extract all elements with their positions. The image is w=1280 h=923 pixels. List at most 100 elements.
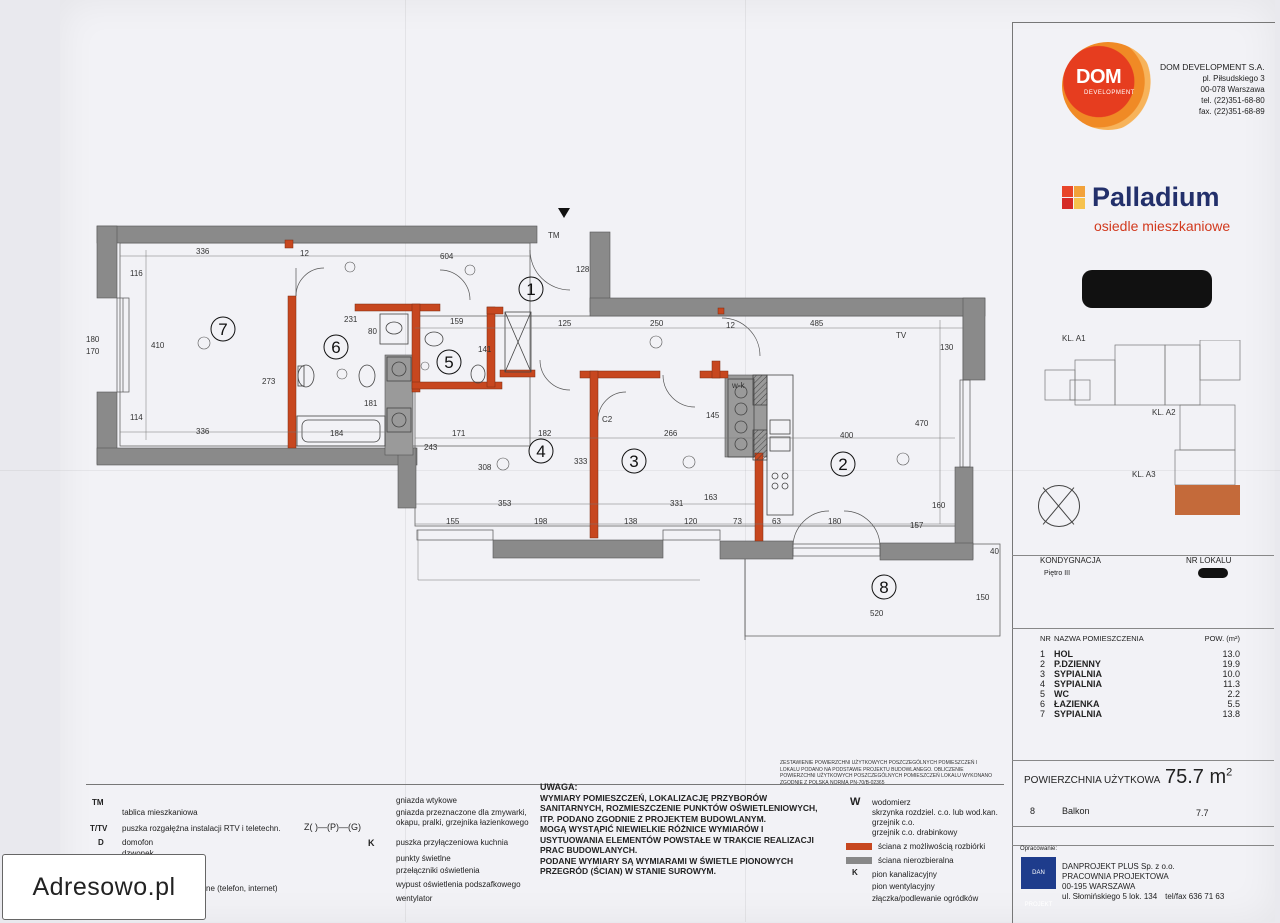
uwaga-line: ITP. PODANO ZGODNIE Z PROJEKTEM BUDOWLAN… [540, 813, 767, 824]
uwaga-line: WYMIARY POMIESZCZEŃ, LOKALIZACJĘ PRZYBOR… [540, 792, 768, 803]
dimension-label: 336 [196, 247, 210, 256]
dimension-label: 73 [733, 517, 742, 526]
floor-plan: 7 6 5 1 4 3 2 8 336 604 231 159 125 250 … [86, 208, 1001, 640]
dimension-label: 198 [534, 517, 548, 526]
dimension-label: 410 [151, 341, 165, 350]
legend-item: skrzynka rozdziel. c.o. lub wod.kan. [872, 808, 998, 817]
redacted-area [1082, 270, 1212, 308]
room-nr: 3 [1040, 669, 1046, 679]
legend-item: tablica mieszkaniowa [122, 808, 198, 817]
room-nr: 5 [1040, 689, 1046, 699]
legend-item: grzejnik c.o. drabinkowy [872, 828, 958, 837]
usable-area-unit-sup: 2 [1226, 766, 1233, 779]
entrance-arrow-icon [558, 208, 570, 218]
logo-subtext: DEVELOPMENT [1084, 90, 1135, 96]
dimension-label: 171 [452, 429, 466, 438]
company-city: 00-078 Warszawa [1200, 85, 1265, 94]
dimension-label: 250 [650, 319, 664, 328]
dimension-label: 182 [538, 429, 552, 438]
company-address: DOM DEVELOPMENT S.A. pl. Piłsudskiego 3 … [1160, 62, 1265, 117]
room-number-8: 8 [879, 578, 888, 597]
divider [1012, 826, 1274, 827]
project-subtitle: osiedle mieszkaniowe [1094, 218, 1231, 234]
dimension-label: 128 [576, 265, 590, 274]
code-g: G [351, 822, 359, 832]
room-nr: 7 [1040, 709, 1046, 719]
dimension-label: 231 [344, 315, 358, 324]
fold-line [0, 470, 1280, 471]
dimension-label: 130 [940, 343, 954, 352]
dimension-label: 243 [424, 443, 438, 452]
fixed-wall-swatch [846, 857, 872, 865]
legend-code: TM [92, 798, 104, 807]
divider [1012, 555, 1274, 556]
legend-code: T/TV [90, 824, 108, 833]
adresowo-watermark: Adresowo.pl [2, 854, 206, 920]
legend-item: pion wentylacyjny [872, 882, 935, 891]
kondygnacja-label: KONDYGNACJA [1040, 556, 1101, 565]
danprojekt-logo: DAN PROJEKT [1021, 857, 1056, 908]
room-nr: 6 [1040, 699, 1046, 709]
designer-line2: PRACOWNIA PROJEKTOWA [1062, 872, 1169, 881]
legend-item: domofon [122, 838, 154, 847]
divider [1012, 628, 1274, 629]
floor-value: Piętro III [1044, 570, 1071, 577]
legend-code: D [98, 838, 104, 847]
legend-item: złączka/podlewanie ogródków [872, 894, 979, 903]
code-z: Z [304, 822, 310, 832]
balcony-nr: 8 [1030, 806, 1036, 816]
dimension-label: 160 [932, 501, 946, 510]
designer-tel: tel/fax 636 71 63 [1165, 892, 1225, 901]
usable-area-number: 75.7 m [1165, 766, 1227, 788]
dimension-label: 333 [574, 457, 588, 466]
dimension-label: 157 [910, 521, 924, 530]
legend-item: ne (telefon, internet) [206, 884, 278, 893]
dimension-label: TV [896, 331, 907, 340]
dimension-label: w-k [731, 381, 745, 390]
designer-address: DANPROJEKT PLUS Sp. z o.o. PRACOWNIA PRO… [1062, 862, 1224, 902]
dimension-label: TM [548, 231, 560, 240]
dimension-label: 125 [558, 319, 572, 328]
dimension-label: 138 [624, 517, 638, 526]
dimension-label: 184 [330, 429, 344, 438]
redacted-unit-number [1198, 568, 1228, 578]
room-number-3: 3 [629, 452, 638, 471]
legend-item: gniazda przeznaczone dla zmywarki, okapu… [396, 808, 529, 827]
dimension-label: 145 [706, 411, 720, 420]
uwaga-line: SANITARNYCH, ROZMIESZCZENIE PUNKTÓW OŚWI… [540, 803, 818, 813]
dimension-label: 336 [196, 427, 210, 436]
dimension-label: 273 [262, 377, 276, 386]
north-compass-icon [1038, 485, 1080, 527]
room-nr: 4 [1040, 679, 1046, 689]
room-number-7: 7 [218, 320, 227, 339]
legend-item: wypust oświetlenia podszafkowego [396, 880, 521, 889]
dimension-label: 308 [478, 463, 492, 472]
room-area: 5.5 [1227, 699, 1240, 709]
company-street: pl. Piłsudskiego 3 [1202, 74, 1265, 83]
dimension-label: C2 [602, 415, 613, 424]
uwaga-line: PODANE WYMIARY SĄ WYMIARAMI W ŚWIETLE PI… [540, 855, 794, 866]
dimension-label: 170 [86, 347, 100, 356]
dimension-label: 163 [704, 493, 718, 502]
code-p: P [330, 822, 337, 832]
room-number-1: 1 [526, 280, 535, 299]
dimension-label: 181 [364, 399, 378, 408]
legend-fixed-wall: ściana nierozbieralna [846, 856, 954, 865]
room-name: WC [1054, 689, 1069, 699]
room-number-2: 2 [838, 455, 847, 474]
dimension-label: 604 [440, 252, 454, 261]
divider [1012, 760, 1274, 761]
designer-contact: ul. Słomińskiego 5 lok. 134 tel/fax 636 … [1062, 892, 1224, 902]
designer-name: DANPROJEKT PLUS Sp. z o.o. [1062, 862, 1175, 871]
room-area: 10.0 [1222, 669, 1240, 679]
header-nr: NR [1040, 634, 1051, 643]
room-number-6: 6 [331, 338, 340, 357]
dimension-label: 155 [446, 517, 460, 526]
legend-item: punkty świetlne [396, 854, 451, 863]
room-name: SYPIALNIA [1054, 669, 1103, 679]
table-row: 3 SYPIALNIA 10.0 [1040, 669, 1240, 679]
dimension-label: 400 [840, 431, 854, 440]
